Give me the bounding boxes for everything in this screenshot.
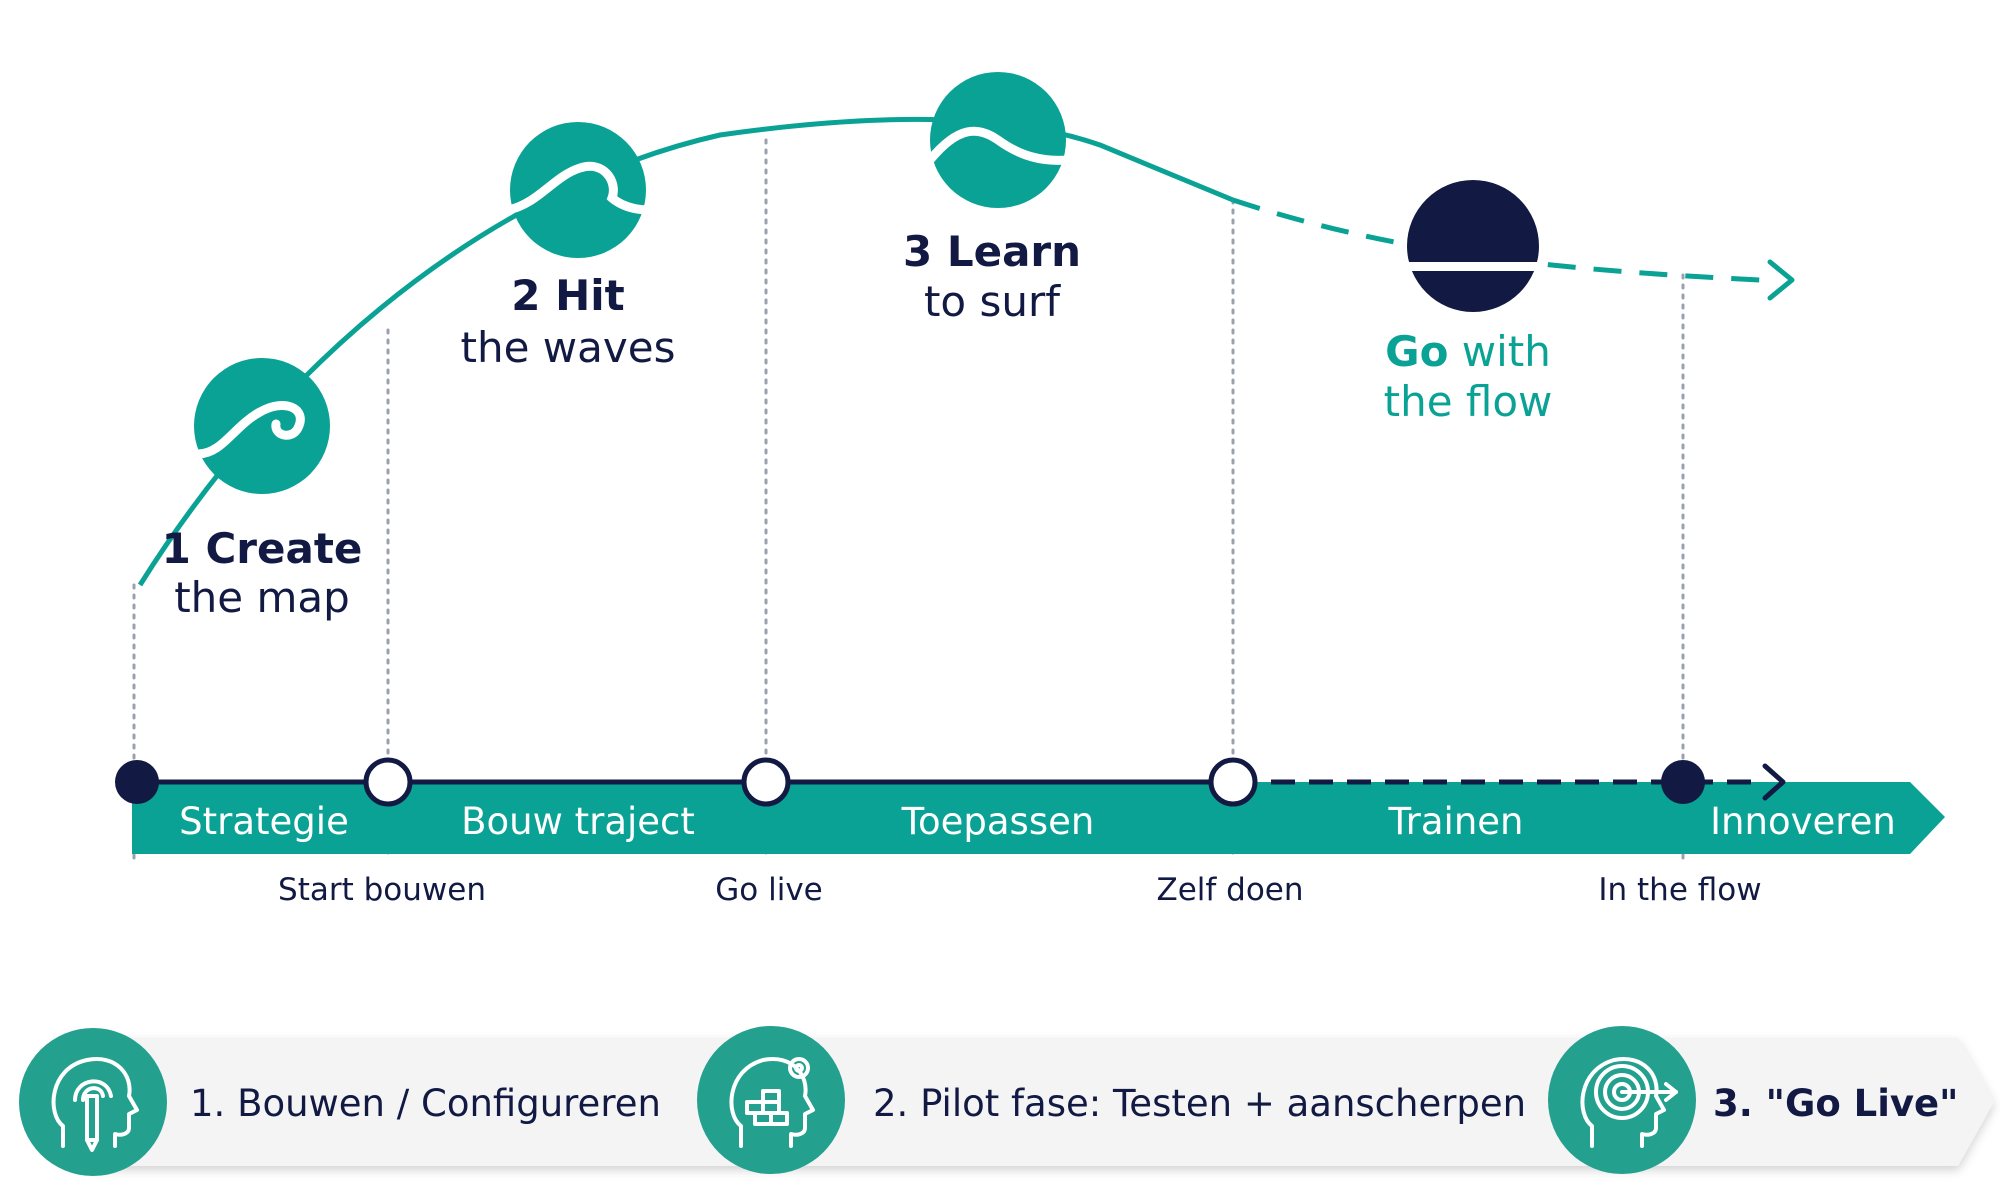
milestone-dot-3	[1208, 757, 1258, 807]
head-gear-blocks-icon	[697, 1026, 845, 1174]
phase-label-bouw-traject: Bouw traject	[461, 800, 695, 843]
phase-label-strategie: Strategie	[179, 800, 349, 843]
wave-icon	[925, 72, 1073, 208]
milestone-dot-1	[363, 757, 413, 807]
phase-label-trainen: Trainen	[1388, 800, 1524, 843]
steps-banner	[90, 1038, 1994, 1166]
stage-2-title: 2 Hit	[511, 271, 624, 320]
stage-1-title: 1 Create	[162, 524, 363, 573]
step-1-label: 1. Bouwen / Configureren	[190, 1082, 661, 1125]
milestone-dot-4	[1661, 760, 1705, 804]
milestone-dot-start	[115, 760, 159, 804]
step-3-label: 3. "Go Live"	[1713, 1082, 1958, 1125]
milestone-dot-2	[741, 757, 791, 807]
milestone-label-zelf-doen: Zelf doen	[1156, 872, 1303, 908]
flow-with: with	[1448, 327, 1550, 376]
phase-label-innoveren: Innoveren	[1710, 800, 1896, 843]
flow-subtitle: the flow	[1384, 377, 1553, 426]
flow-go: Go	[1385, 327, 1448, 376]
step-2-label: 2. Pilot fase: Testen + aanscherpen	[873, 1082, 1526, 1125]
horizon-icon	[1403, 180, 1543, 312]
wave-icon	[503, 122, 655, 258]
head-pencil-icon	[19, 1028, 167, 1176]
progress-curve	[137, 116, 1234, 587]
flow-title: Go with	[1385, 327, 1551, 376]
milestone-label-in-the-flow: In the flow	[1598, 872, 1761, 908]
stage-2-subtitle: the waves	[461, 323, 676, 372]
timeline-arrow-head	[1762, 763, 1786, 801]
phase-label-toepassen: Toepassen	[901, 800, 1095, 843]
stage-1-subtitle: the map	[174, 573, 350, 622]
curve-arrow-head	[1767, 259, 1795, 301]
stage-3-title: 3 Learn	[903, 227, 1081, 276]
head-target-icon	[1548, 1026, 1696, 1174]
milestone-label-start-bouwen: Start bouwen	[278, 872, 486, 908]
phase-band	[132, 782, 1945, 854]
stage-3-subtitle: to surf	[924, 277, 1061, 326]
wave-icon	[193, 358, 330, 494]
milestone-label-go-live: Go live	[715, 872, 823, 908]
